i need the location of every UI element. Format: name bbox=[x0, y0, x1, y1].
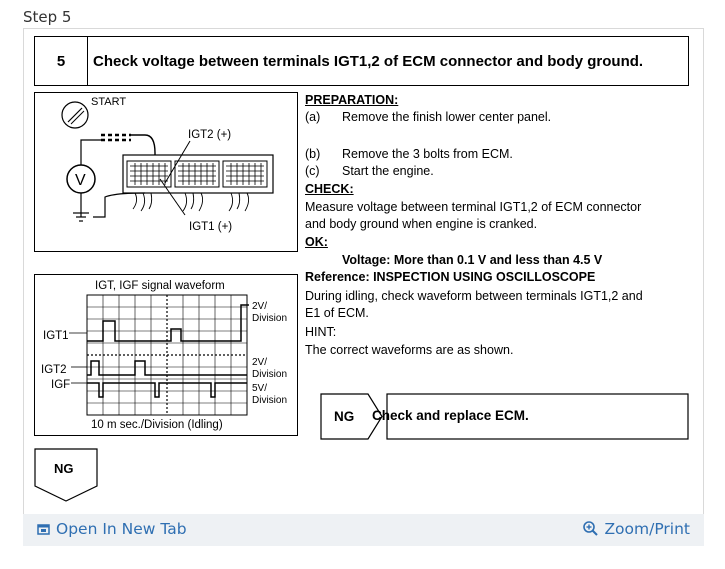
procedure-document: 5 Check voltage between terminals IGT1,2… bbox=[32, 34, 692, 504]
check-heading: CHECK: bbox=[305, 182, 354, 196]
prep-item-b-text: Remove the 3 bolts from ECM. bbox=[342, 147, 513, 161]
voltmeter-label: V bbox=[75, 172, 86, 189]
new-tab-icon bbox=[37, 523, 50, 535]
igt1-channel-label: IGT1 bbox=[43, 330, 69, 342]
ch1-scale-unit: Division bbox=[252, 313, 287, 324]
reference-line-1: During idling, check waveform between te… bbox=[305, 289, 643, 303]
prep-item-c-mark: (c) bbox=[305, 164, 320, 178]
ng-result-box: NG bbox=[320, 393, 689, 440]
ch2-scale-value: 2V/ bbox=[252, 357, 267, 368]
prep-item-b: (b) Remove the 3 bolts from ECM. bbox=[305, 146, 513, 163]
ng-branch-marker: NG bbox=[34, 448, 98, 502]
igt1-waveform bbox=[87, 304, 249, 342]
igt2-label: IGT2 (+) bbox=[188, 129, 231, 141]
ng-tag: NG bbox=[334, 409, 354, 424]
open-in-new-tab-label: Open In New Tab bbox=[56, 520, 187, 538]
hint-text: The correct waveforms are as shown. bbox=[305, 343, 514, 357]
ok-heading: OK: bbox=[305, 235, 328, 249]
igt2-waveform bbox=[87, 360, 247, 376]
waveform-title: IGT, IGF signal waveform bbox=[95, 280, 225, 292]
check-line-2: and body ground when engine is cranked. bbox=[305, 217, 538, 231]
step-number: 5 bbox=[35, 37, 88, 85]
ch3-scale-value: 5V/ bbox=[252, 383, 267, 394]
igf-waveform bbox=[87, 382, 247, 398]
zoom-print-link[interactable]: Zoom/Print bbox=[582, 520, 690, 538]
check-line-1: Measure voltage between terminal IGT1,2 … bbox=[305, 200, 642, 214]
wiring-diagram: START V bbox=[34, 92, 298, 252]
time-scale-label: 10 m sec./Division (Idling) bbox=[91, 419, 223, 431]
prep-item-c-text: Start the engine. bbox=[342, 164, 434, 178]
igt2-channel-label: IGT2 bbox=[41, 364, 67, 376]
ch2-scale-unit: Division bbox=[252, 369, 287, 380]
prep-item-b-mark: (b) bbox=[305, 147, 321, 161]
step-header: 5 Check voltage between terminals IGT1,2… bbox=[34, 36, 689, 86]
igf-channel-label: IGF bbox=[51, 379, 70, 391]
ng-action: Check and replace ECM. bbox=[372, 408, 529, 423]
reference-heading: Reference: INSPECTION USING OSCILLOSCOPE bbox=[305, 270, 596, 284]
preparation-heading: PREPARATION: bbox=[305, 93, 399, 107]
igt1-label: IGT1 (+) bbox=[189, 221, 232, 233]
zoom-print-label: Zoom/Print bbox=[604, 520, 690, 538]
figure-footer: Open In New Tab Zoom/Print bbox=[23, 514, 704, 546]
step-title: Check voltage between terminals IGT1,2 o… bbox=[93, 52, 644, 70]
zoom-in-icon bbox=[583, 521, 599, 536]
ok-voltage-spec: Voltage: More than 0.1 V and less than 4… bbox=[342, 253, 603, 267]
step-label: Step 5 bbox=[23, 8, 72, 26]
oscilloscope-grid bbox=[86, 294, 248, 416]
reference-line-2: E1 of ECM. bbox=[305, 306, 369, 320]
open-in-new-tab-link[interactable]: Open In New Tab bbox=[37, 520, 187, 538]
start-label: START bbox=[91, 96, 126, 108]
hint-label: HINT: bbox=[305, 325, 337, 339]
prep-item-a-mark: (a) bbox=[305, 110, 321, 124]
ch3-scale-unit: Division bbox=[252, 395, 287, 406]
waveform-diagram: IGT, IGF signal waveform IGT1 IGT2 IGF bbox=[34, 274, 298, 436]
ng-branch-label: NG bbox=[54, 461, 74, 476]
prep-item-c: (c) Start the engine. bbox=[305, 163, 434, 180]
prep-item-a-text: Remove the finish lower center panel. bbox=[342, 110, 552, 124]
ch1-scale-value: 2V/ bbox=[252, 301, 267, 312]
prep-item-a: (a) Remove the finish lower center panel… bbox=[305, 109, 551, 126]
start-pen-icon bbox=[61, 101, 89, 129]
